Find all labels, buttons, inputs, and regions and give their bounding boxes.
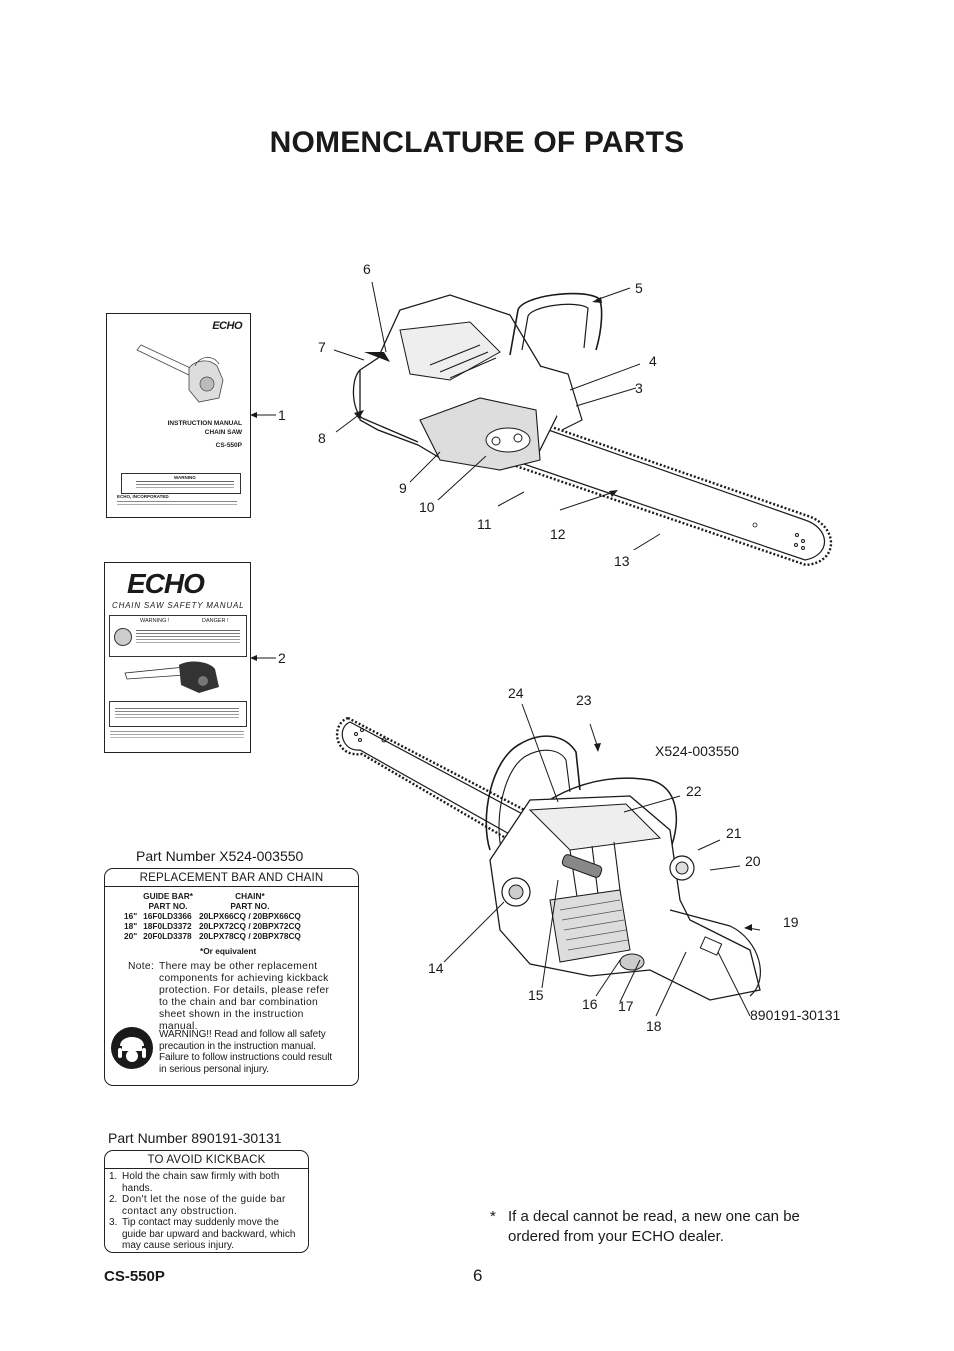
kickback-heading: TO AVOID KICKBACK: [105, 1151, 308, 1169]
row-bar: 20F0LD3378: [143, 931, 192, 941]
safety-warning-panel: WARNING ! DANGER !: [109, 615, 247, 657]
callout-20: 20: [745, 853, 761, 869]
chainsaw-front-view-illustration: [335, 716, 761, 1001]
kickback-item-1-num: 1.: [109, 1171, 118, 1182]
callout-8: 8: [318, 430, 326, 446]
callout-3: 3: [635, 380, 643, 396]
bar-chain-part-number: Part Number X524-003550: [136, 848, 304, 864]
row-chain: 20LPX72CQ / 20BPX72CQ: [198, 921, 301, 931]
bar-chain-table: GUIDE BAR* CHAIN* PART NO. PART NO. 16" …: [121, 891, 304, 941]
callout-4: 4: [649, 353, 657, 369]
safety-danger-label: DANGER !: [202, 618, 229, 624]
safety-gear-icon: [111, 1027, 153, 1069]
callout-12: 12: [550, 526, 566, 542]
manual-title-line2: CHAIN SAW: [204, 429, 242, 436]
kickback-item-2: Don't let the nose of the guide bar cont…: [122, 1194, 286, 1217]
table-row: 18" 18F0LD3372 20LPX72CQ / 20BPX72CQ: [121, 921, 304, 931]
callout-5: 5: [635, 280, 643, 296]
echo-logo-small: ECHO: [212, 320, 242, 332]
callout-7: 7: [318, 339, 326, 355]
table-row: 16" 16F0LD3366 20LPX66CQ / 20BPX66CQ: [121, 911, 304, 921]
row-size: 16": [124, 911, 138, 921]
row-chain: 20LPX66CQ / 20BPX66CQ: [198, 911, 301, 921]
row-chain: 20LPX78CQ / 20BPX78CQ: [198, 931, 301, 941]
leader-arrow-2: [250, 655, 276, 661]
kickback-part-number: Part Number 890191-30131: [108, 1130, 282, 1146]
safety-warning-lines: [136, 630, 240, 631]
callout-15: 15: [528, 987, 544, 1003]
callout-22: 22: [686, 783, 702, 799]
decal-label-890191: 890191-30131: [750, 1007, 841, 1023]
row-bar: 18F0LD3372: [143, 921, 192, 931]
kickback-decal: TO AVOID KICKBACK 1. Hold the chain saw …: [104, 1150, 309, 1253]
echo-logo-large: ECHO: [127, 568, 205, 599]
note-label: Note:: [128, 961, 155, 972]
equivalent-note: *Or equivalent: [200, 946, 257, 956]
callout-18: 18: [646, 1018, 662, 1034]
note-text: There may be other replacement component…: [159, 961, 330, 1032]
bar-chain-decal: REPLACEMENT BAR AND CHAIN GUIDE BAR* CHA…: [104, 868, 359, 1086]
table-subheader-row: PART NO. PART NO.: [121, 901, 304, 911]
row-size: 18": [124, 921, 138, 931]
callout-10: 10: [419, 499, 435, 515]
safety-manual-subtitle: CHAIN SAW SAFETY MANUAL: [112, 601, 245, 610]
callout-9: 9: [399, 480, 407, 496]
table-header-row: GUIDE BAR* CHAIN*: [121, 891, 304, 901]
page-number: 6: [473, 1266, 483, 1285]
callout-6: 6: [363, 261, 371, 277]
kickback-item-1: Hold the chain saw firmly with both hand…: [122, 1171, 280, 1194]
callout-11: 11: [477, 516, 492, 532]
decal-label-x524: X524-003550: [655, 743, 740, 759]
callout-13: 13: [614, 553, 630, 569]
col-chain-sub: PART NO.: [230, 901, 270, 911]
kickback-item-3: Tip contact may suddenly move the guide …: [122, 1217, 296, 1251]
leader-lines-view-1: [333, 281, 661, 550]
footnote-star: *: [490, 1208, 496, 1225]
safety-fine-print: [110, 731, 244, 732]
table-row: 20" 20F0LD3378 20LPX78CQ / 20BPX78CQ: [121, 931, 304, 941]
col-chain: CHAIN*: [235, 891, 265, 901]
safety-caution-lines: [115, 708, 239, 709]
callout-14: 14: [428, 960, 444, 976]
callout-2: 2: [278, 650, 286, 666]
manual-warning-lines: [136, 481, 234, 482]
instruction-manual-cover: ECHO INSTRUCTION MANUAL CHAIN SAW CS-550…: [106, 313, 251, 518]
kickback-item-2-num: 2.: [109, 1194, 118, 1205]
leader-arrow-1: [250, 412, 276, 418]
manual-model: CS-550P: [215, 442, 242, 449]
callout-1: 1: [278, 407, 286, 423]
warning-text: WARNING!! Read and follow all safety pre…: [159, 1029, 333, 1075]
col-guide-bar-sub: PART NO.: [148, 901, 188, 911]
chainsaw-side-view-illustration: [352, 292, 833, 567]
row-size: 20": [124, 931, 138, 941]
manual-title-line1: INSTRUCTION MANUAL: [167, 420, 242, 427]
safety-caution-panel: [109, 701, 247, 727]
safety-chainsaw-icon: [124, 661, 219, 693]
chainsaw-thumbnail-icon: [136, 344, 224, 403]
manual-warning-box: WARNING: [121, 473, 241, 494]
footer-model: CS-550P: [104, 1268, 165, 1285]
leader-lines-view-2: [443, 703, 761, 1017]
manual-company: ECHO, INCORPORATED: [117, 494, 169, 499]
safety-manual-cover: ECHO CHAIN SAW SAFETY MANUAL WARNING ! D…: [104, 562, 251, 753]
page-title: NOMENCLATURE OF PARTS: [269, 126, 685, 159]
col-guide-bar: GUIDE BAR*: [143, 891, 193, 901]
manual-warning-label: WARNING: [174, 475, 196, 480]
row-bar: 16F0LD3366: [143, 911, 192, 921]
safety-warning-icon: [114, 628, 132, 646]
callout-21: 21: [726, 825, 742, 841]
safety-warning-label: WARNING !: [140, 618, 170, 624]
callout-19: 19: [783, 914, 799, 930]
kickback-item-3-num: 3.: [109, 1217, 118, 1228]
callout-17: 17: [618, 998, 634, 1014]
bar-chain-heading: REPLACEMENT BAR AND CHAIN: [105, 869, 358, 887]
callout-16: 16: [582, 996, 598, 1012]
callout-24: 24: [508, 685, 524, 701]
manual-fine-print: [117, 501, 237, 502]
footnote-text: If a decal cannot be read, a new one can…: [508, 1208, 800, 1245]
callout-23: 23: [576, 692, 592, 708]
